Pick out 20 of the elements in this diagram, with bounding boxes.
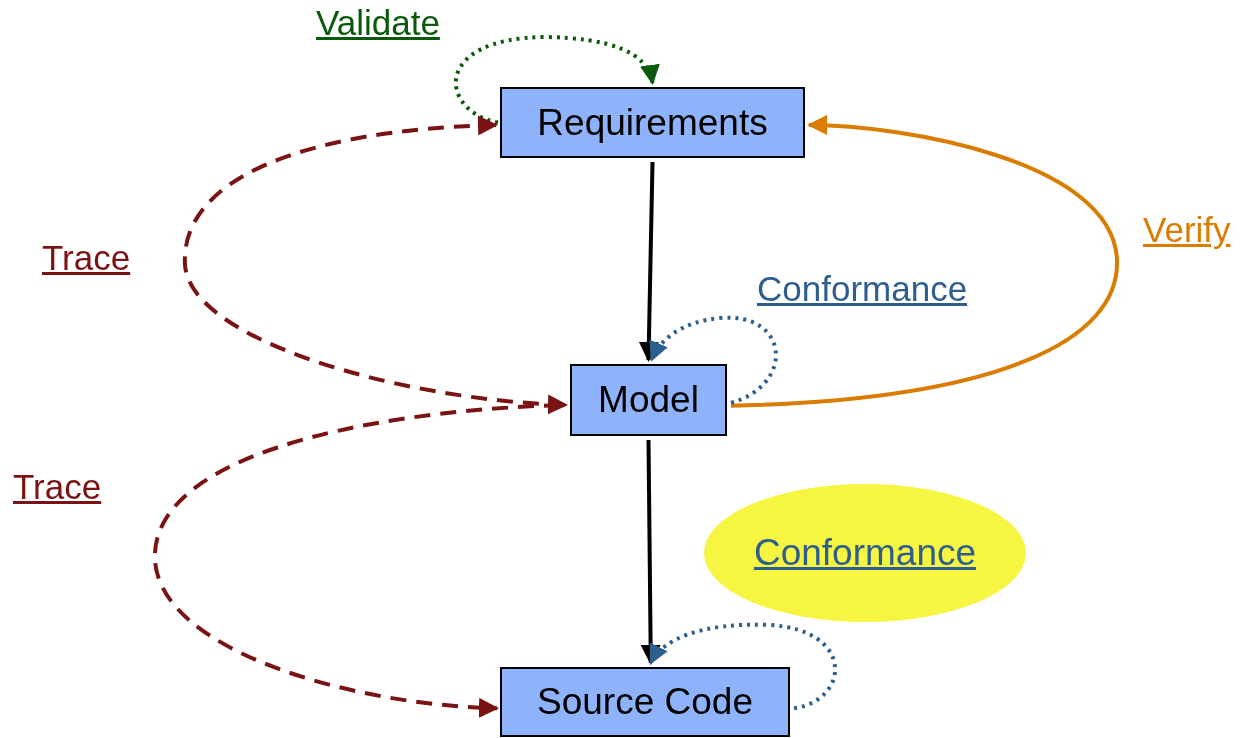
- arrow: [640, 439, 661, 665]
- edge-label: Validate: [316, 4, 440, 43]
- arrow: [454, 35, 658, 125]
- arrow: [638, 161, 659, 362]
- arrow: [153, 403, 561, 718]
- process-box: [500, 667, 790, 737]
- arrow: [183, 115, 568, 414]
- node-label: Requirements: [537, 101, 768, 144]
- edge-label: Trace: [13, 468, 102, 507]
- edge-label: Verify: [1143, 211, 1231, 250]
- node-label: Conformance: [753, 532, 977, 574]
- arrow: [730, 115, 1119, 408]
- node-label: Model: [598, 379, 699, 421]
- arrow: [649, 622, 837, 711]
- edge-label: Trace: [42, 239, 131, 278]
- process-box: [500, 87, 805, 158]
- arrow: [649, 316, 778, 405]
- edge-label: Conformance: [757, 270, 968, 309]
- process-box: [570, 364, 727, 436]
- node-label: Source Code: [537, 681, 753, 723]
